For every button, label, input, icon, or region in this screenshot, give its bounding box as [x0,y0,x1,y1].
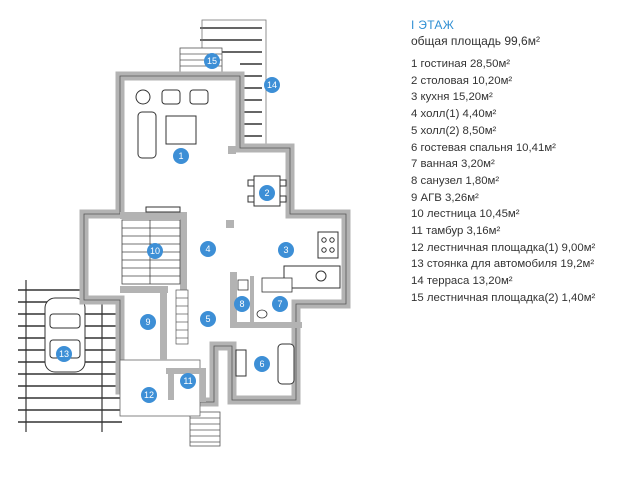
legend-item: 15 лестничная площадка(2) 1,40м² [411,291,596,304]
legend-item: 12 лестничная площадка(1) 9,00м² [411,241,596,254]
legend-item: 10 лестница 10,45м² [411,208,520,221]
room-number: 13 [59,349,69,359]
room-marker-2 [259,185,275,201]
room-number: 7 [277,299,282,309]
legend-item: 4 холл(1) 4,40м² [411,108,497,121]
legend-item: 14 терраса 13,20м² [411,275,513,288]
room-marker-3 [278,242,294,258]
room-number: 3 [283,245,288,255]
room-number: 14 [267,80,277,90]
legend-item: 13 стоянка для автомобиля 19,2м² [411,258,595,271]
room-number: 5 [205,314,210,324]
room-marker-5 [200,311,216,327]
legend-item: 8 санузел 1,80м² [411,174,500,187]
bedroom-furniture [235,343,295,385]
room-marker-labels: 1 2 3 4 5 6 7 8 9 10 11 12 13 14 15 [59,56,289,400]
room-number: 11 [183,376,192,386]
room-marker-1 [173,148,189,164]
legend-item: 5 холл(2) 8,50м² [411,124,497,137]
room-number: 9 [145,317,150,327]
room-number: 10 [150,246,160,256]
room-number: 12 [144,390,154,400]
room-number: 1 [178,151,183,161]
room-number: 6 [259,359,264,369]
floor-plan: 1 2 3 4 5 6 7 8 9 10 11 12 13 14 15 [18,19,351,447]
bath-fixtures [237,277,293,319]
main-staircase [121,219,181,285]
room-marker-9 [140,314,156,330]
room-marker-8 [234,296,250,312]
legend-item: 7 ванная 3,20м² [411,158,495,171]
interior-walls [120,146,302,402]
legend-item: 6 гостевая спальня 10,41м² [411,141,556,154]
carport-posts [25,280,103,432]
room-marker-13 [56,346,72,362]
room-markers [56,53,294,403]
outer-wall-line [83,75,347,403]
room-number: 15 [207,56,217,66]
room-marker-4 [200,241,216,257]
room-number: 8 [239,299,244,309]
legend-item: 11 тамбур 3,16м² [411,225,501,238]
legend-item: 9 АГВ 3,26м² [411,191,479,204]
room-marker-10 [147,243,163,259]
legend-item: 1 гостиная 28,50м² [411,58,511,70]
wardrobe [175,289,189,345]
room-legend: I ЭТАЖ общая площадь 99,6м² 1 гостиная 2… [411,18,637,307]
room-marker-6 [254,356,270,372]
room-marker-11 [180,373,196,389]
porch-stairs [189,411,221,447]
room-marker-12 [141,387,157,403]
kitchen-units [283,231,341,289]
living-furniture [135,89,209,213]
room-marker-14 [264,77,280,93]
room-number: 4 [205,244,210,254]
total-area: общая площадь 99,6м² [411,34,540,48]
room-marker-7 [272,296,288,312]
room-marker-15 [204,53,220,69]
floor-title: I ЭТАЖ [411,18,455,32]
room-number: 2 [264,188,269,198]
legend-item: 3 кухня 15,20м² [411,91,493,104]
legend-item: 2 столовая 10,20м² [411,74,513,87]
